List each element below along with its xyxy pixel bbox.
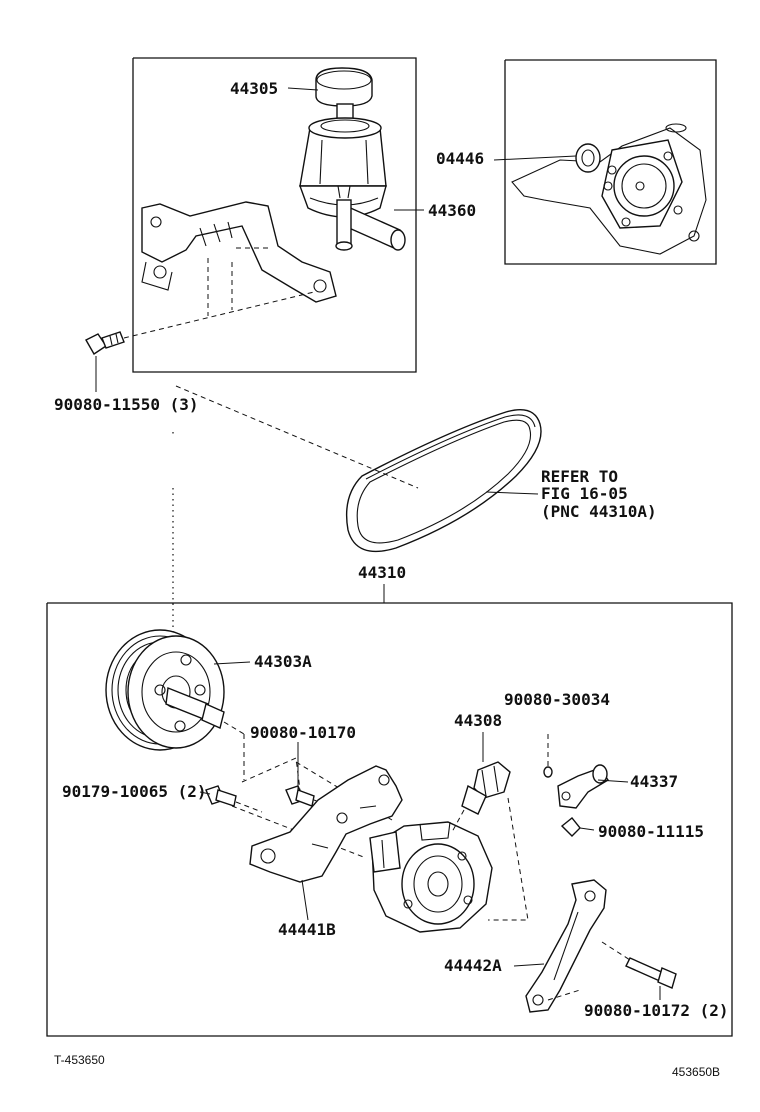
reservoir-box [132, 57, 417, 373]
pulley-leader [213, 661, 251, 665]
pump-body-drawing [369, 821, 493, 933]
bracket-b-leader [301, 879, 309, 921]
reservoir-tank-drawing [299, 67, 406, 251]
bracket-alignment-line [231, 805, 367, 859]
label-90080-30034: 90080-30034 [504, 690, 610, 709]
refer-note-line-3: (PNC 44310A) [541, 502, 657, 521]
pulley-drawing [105, 629, 225, 751]
sensor-leader [597, 779, 629, 783]
label-90080-11550: 90080-11550 (3) [54, 395, 199, 414]
bolt-alignment-line [175, 385, 419, 489]
label-44441b: 44441B [278, 920, 336, 939]
bolt-90080-11115-drawing [560, 817, 595, 837]
bolt-90080-10172-drawing [547, 941, 677, 1001]
pulley-bolt-line [223, 721, 245, 735]
belt-refer-leader [485, 491, 539, 495]
label-44360: 44360 [428, 201, 476, 220]
sensor-44337-drawing [543, 764, 609, 809]
label-44303a: 44303A [254, 652, 312, 671]
label-44337: 44337 [630, 772, 678, 791]
label-90179-10065: 90179-10065 (2) [62, 782, 207, 801]
union-44308-drawing [451, 761, 511, 833]
footer-right-code: 453650B [672, 1065, 720, 1079]
label-44442a: 44442A [444, 956, 502, 975]
label-44310: 44310 [358, 563, 406, 582]
pump-alignment-line [488, 797, 529, 921]
v-belt-drawing [345, 409, 542, 553]
bracket-44441b-drawing [249, 765, 403, 883]
bolt-10065-leader [199, 791, 211, 795]
seal-kit-drawing [511, 123, 707, 255]
label-90080-10172: 90080-10172 (2) [584, 1001, 729, 1020]
label-90080-11115: 90080-11115 [598, 822, 704, 841]
refer-note-line-1: REFER TO [541, 467, 618, 486]
reservoir-bracket-drawing [141, 201, 337, 316]
label-44308: 44308 [454, 711, 502, 730]
bracket-hint-line [241, 757, 301, 791]
bolt-90080-11550-drawing [85, 291, 315, 355]
seal-kit-leader [493, 155, 577, 161]
bracket-a-leader [513, 963, 545, 967]
cap-leader [287, 87, 319, 91]
footer-left-code: T-453650 [54, 1053, 105, 1067]
refer-note-line-2: FIG 16-05 [541, 484, 628, 503]
label-04446: 04446 [436, 149, 484, 168]
pump-group-box [46, 584, 733, 1037]
label-90080-10170: 90080-10170 [250, 723, 356, 742]
bracket-44442a-drawing [525, 879, 607, 1013]
label-44305: 44305 [230, 79, 278, 98]
bolt-90179-10065-drawing [205, 785, 263, 813]
seal-kit-box [504, 59, 717, 265]
